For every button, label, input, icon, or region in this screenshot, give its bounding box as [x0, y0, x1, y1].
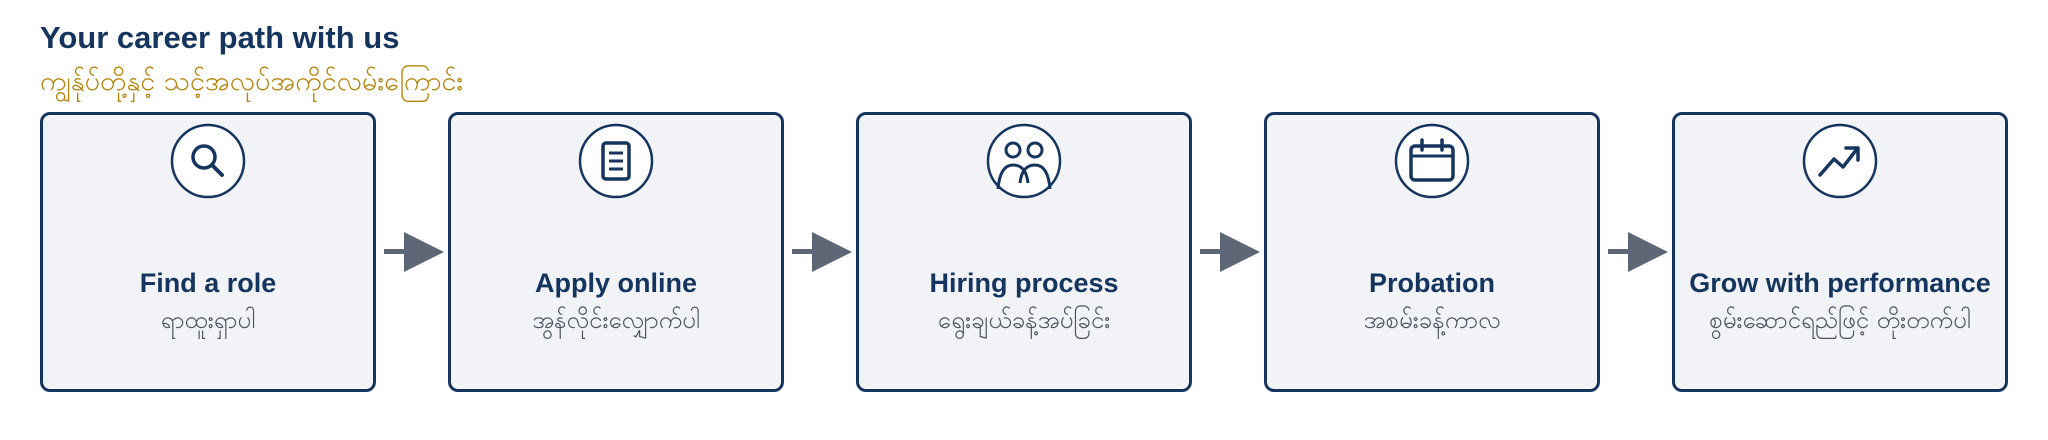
- step-sublabel: အစမ်းခန့်ကာလ: [1363, 306, 1501, 334]
- step-label: Apply online: [535, 268, 697, 298]
- step-label: Probation: [1369, 268, 1495, 298]
- step-sublabel: အွန်လိုင်းလျှောက်ပါ: [532, 306, 700, 334]
- people-icon: [986, 123, 1062, 199]
- trending-up-icon: [1802, 123, 1878, 199]
- calendar-icon: [1394, 123, 1470, 199]
- flow-arrow: [1608, 230, 1670, 274]
- step-label: Hiring process: [929, 268, 1119, 298]
- step-card-hiring-process: Hiring process ရွေးချယ်ခန့်အပ်ခြင်း: [856, 112, 1192, 392]
- step-label: Grow with performance: [1689, 268, 1991, 298]
- step-card-probation: Probation အစမ်းခန့်ကာလ: [1264, 112, 1600, 392]
- page-title: Your career path with us: [40, 20, 400, 55]
- step-sublabel: ရွေးချယ်ခန့်အပ်ခြင်း: [937, 306, 1111, 334]
- step-label: Find a role: [139, 268, 277, 298]
- search-icon: [170, 123, 246, 199]
- document-icon: [578, 123, 654, 199]
- step-card-grow-with-performance: Grow with performance စွမ်းဆောင်ရည်ဖြင့်…: [1672, 112, 2008, 392]
- step-sublabel: ရာထူးရှာပါ: [160, 306, 256, 334]
- flow-arrow: [1200, 230, 1262, 274]
- page-subtitle: ကျွန်ုပ်တို့နှင့် သင့်အလုပ်အကိုင်လမ်းကြေ…: [40, 66, 464, 97]
- step-sublabel: စွမ်းဆောင်ရည်ဖြင့် တိုးတက်ပါ: [1709, 306, 1971, 334]
- flow-arrow: [384, 230, 446, 274]
- step-card-apply-online: Apply online အွန်လိုင်းလျှောက်ပါ: [448, 112, 784, 392]
- flow-arrow: [792, 230, 854, 274]
- step-card-find-a-role: Find a role ရာထူးရှာပါ: [40, 112, 376, 392]
